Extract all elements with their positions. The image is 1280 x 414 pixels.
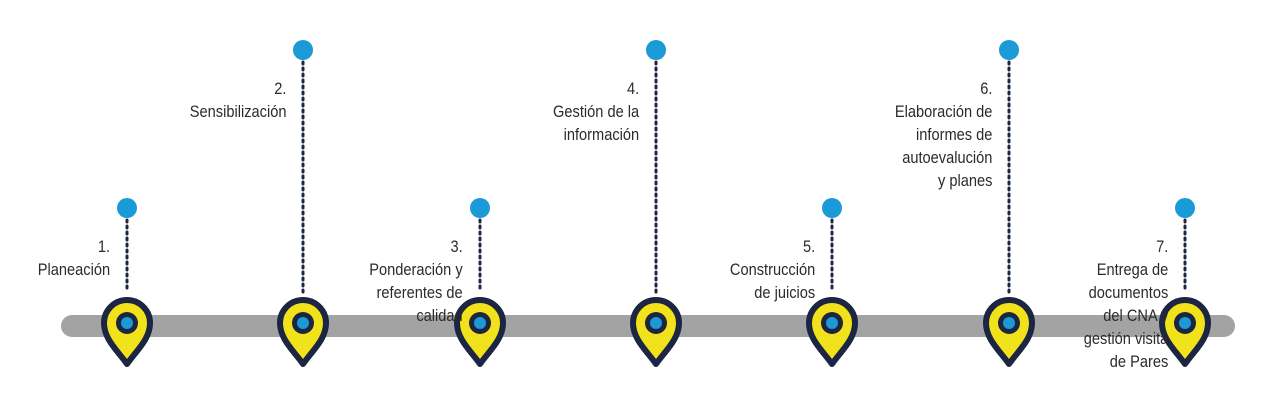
step-label: 6. Elaboración de informes de autoevalución… (894, 77, 992, 192)
pin-center-dot (1003, 317, 1015, 329)
step-title-line: del CNA y (1102, 306, 1168, 325)
map-pin-icon (1159, 297, 1211, 367)
step-label: 3. Ponderación y referentes de calidad (370, 235, 463, 327)
step-top-dot (646, 40, 666, 60)
step-top-dot (470, 198, 490, 218)
pin-center-dot (474, 317, 486, 329)
step-top-dot (293, 40, 313, 60)
step-top-dot (999, 40, 1019, 60)
step-title-line: de Pares (1109, 352, 1168, 371)
pin-center-dot (650, 317, 662, 329)
map-pin-icon (277, 297, 329, 367)
map-pin-icon (806, 297, 858, 367)
step-number: 6. (979, 79, 992, 98)
step-title-line: de juicios (754, 283, 815, 302)
step-title-line: información (563, 125, 639, 144)
step-top-dot (822, 198, 842, 218)
map-pin-icon (630, 297, 682, 367)
step-number: 7. (1155, 237, 1168, 256)
step-top-dot (1175, 198, 1195, 218)
pin-center-dot (826, 317, 838, 329)
step-number: 2. (273, 79, 286, 98)
map-pin-icon (454, 297, 506, 367)
step-label: 4. Gestión de la información (553, 77, 639, 146)
step-title-line: Gestión de la (552, 102, 639, 121)
map-pin-icon (983, 297, 1035, 367)
step-number: 4. (626, 79, 639, 98)
step-title-line: y planes (937, 171, 992, 190)
step-number: 5. (802, 237, 815, 256)
step-title-line: Entrega de (1096, 260, 1168, 279)
step-title-line: Elaboración de (894, 102, 992, 121)
step-title-line: Construcción (729, 260, 815, 279)
step-label: 7. Entrega de documentos del CNA y gestión v… (1083, 235, 1168, 373)
step-title-line: documentos (1088, 283, 1168, 302)
step-label: 2. Sensibilización (189, 77, 286, 123)
step-title-line: autoevalución (901, 148, 992, 167)
pin-center-dot (297, 317, 309, 329)
step-title-line: Planeación (37, 260, 110, 279)
step-title-line: Ponderación y (369, 260, 463, 279)
step-number: 3. (450, 237, 463, 256)
step-number: 1. (97, 237, 110, 256)
step-label: 1. Planeación (38, 235, 110, 281)
step-title-line: gestión visita (1083, 329, 1168, 348)
step-label: 5. Construcción de juicios (730, 235, 815, 304)
step-title-line: calidad (416, 306, 463, 325)
step-title-line: informes de (915, 125, 992, 144)
map-pin-icon (101, 297, 153, 367)
step-title-line: Sensibilización (189, 102, 286, 121)
pin-center-dot (121, 317, 133, 329)
step-title-line: referentes de (376, 283, 463, 302)
step-top-dot (117, 198, 137, 218)
pin-center-dot (1179, 317, 1191, 329)
